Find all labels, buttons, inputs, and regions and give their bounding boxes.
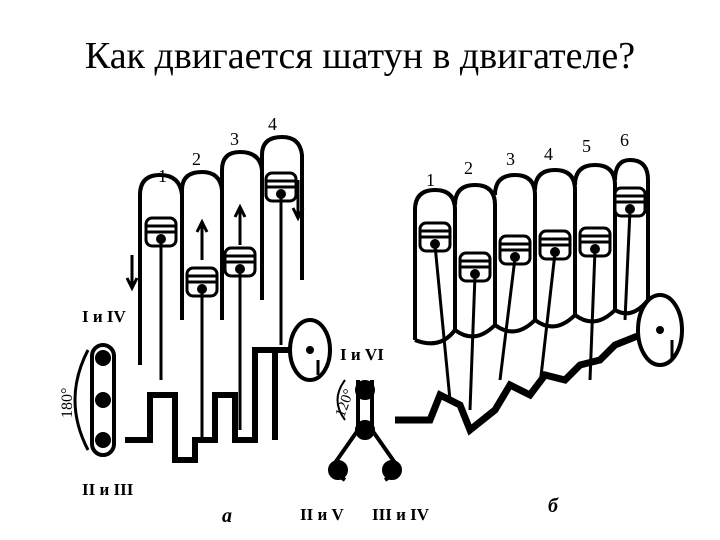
- caption-a: а: [222, 505, 232, 527]
- cylinder-number-b-6: 6: [620, 130, 629, 150]
- crankshaft-b: [395, 331, 642, 436]
- cylinder-number-b-3: 3: [506, 149, 515, 169]
- cylinder-a-4: [260, 134, 305, 345]
- connecting-rods-b: [433, 209, 632, 411]
- angle-b: 120°: [333, 387, 358, 419]
- cylinder-number-b-4: 4: [544, 144, 553, 164]
- phase-diagram-b: [328, 379, 402, 482]
- cylinder-number-a-1: 1: [158, 166, 167, 186]
- cylinder-number-a-3: 3: [230, 129, 239, 149]
- label-a-bottom: II и III: [82, 480, 134, 499]
- cylinder-number-b-1: 1: [426, 170, 435, 190]
- arrow-down-icon: [125, 255, 139, 292]
- caption-b: б: [548, 495, 559, 517]
- crankshaft-a: [125, 347, 300, 463]
- diagram-a: [73, 134, 332, 463]
- label-a-top: I и IV: [82, 307, 127, 326]
- diagram-b: [328, 157, 684, 482]
- cylinder-block-b: [413, 157, 650, 346]
- cylinder-a-1: [138, 172, 184, 380]
- cylinder-number-b-5: 5: [582, 136, 591, 156]
- label-b-right: III и IV: [372, 505, 430, 524]
- label-b-top: I и VI: [340, 345, 384, 364]
- label-b-left: II и V: [300, 505, 345, 524]
- page-title: Как двигается шатун в двигателе?: [84, 35, 636, 77]
- phase-diagram-a: [73, 343, 116, 457]
- angle-a: 180°: [59, 388, 76, 418]
- cylinder-number-a-2: 2: [192, 149, 201, 169]
- cylinder-number-a-4: 4: [268, 114, 277, 134]
- cylinder-number-b-2: 2: [464, 158, 473, 178]
